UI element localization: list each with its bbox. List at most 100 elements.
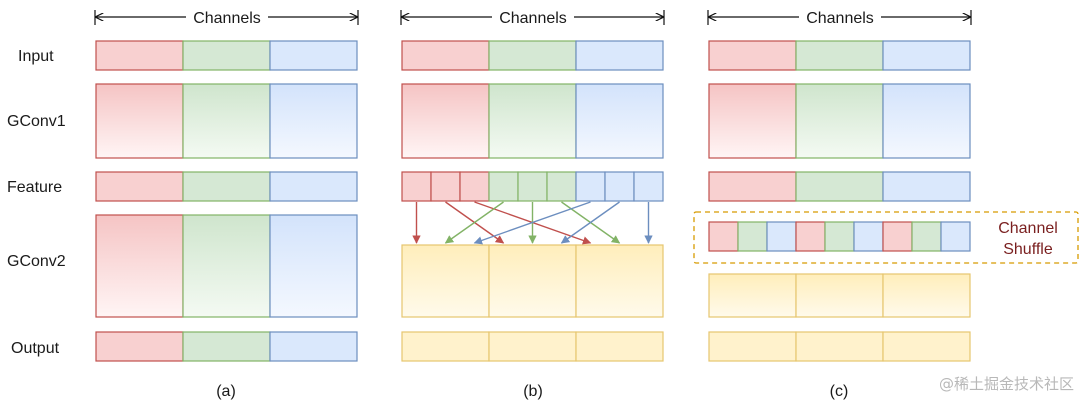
panel-b-input-row bbox=[401, 40, 664, 71]
red-group-block bbox=[708, 83, 797, 159]
blue-group-block bbox=[882, 171, 971, 202]
red-group-block bbox=[708, 40, 797, 71]
red-group-block bbox=[95, 214, 184, 318]
green-group-block bbox=[488, 40, 577, 71]
output-group-block bbox=[795, 331, 884, 362]
channels-label: Channels bbox=[499, 10, 567, 27]
output-group-block bbox=[575, 244, 664, 318]
channel-shuffle-box bbox=[693, 211, 1079, 264]
green-group-block bbox=[795, 40, 884, 71]
panel-a-gconv2-row bbox=[95, 214, 358, 318]
green-group-block bbox=[182, 331, 271, 362]
panel-a-output-row bbox=[95, 331, 358, 362]
row-labels: Input GConv1 Feature GConv2 Output bbox=[7, 48, 66, 357]
blue-channel-block bbox=[940, 221, 971, 252]
panel-c-input-row bbox=[708, 40, 971, 71]
blue-group-block bbox=[269, 214, 358, 318]
panel-a-feature-row bbox=[95, 171, 358, 202]
blue-channel-block bbox=[604, 171, 635, 202]
red-channel-block bbox=[459, 171, 490, 202]
output-group-block bbox=[488, 331, 577, 362]
blue-channel-block bbox=[853, 221, 884, 252]
panel-b-gconv2-row bbox=[401, 244, 664, 318]
row-label-input: Input bbox=[18, 48, 54, 65]
green-channel-block bbox=[824, 221, 855, 252]
output-group-block bbox=[708, 273, 797, 318]
green-channel-arrow bbox=[444, 201, 504, 244]
green-group-block bbox=[182, 40, 271, 71]
row-label-gconv1: GConv1 bbox=[7, 113, 66, 130]
green-group-block bbox=[182, 83, 271, 159]
panel-a-gconv1-row bbox=[95, 83, 358, 159]
blue-group-block bbox=[575, 83, 664, 159]
blue-group-block bbox=[575, 40, 664, 71]
channels-header-a: Channels bbox=[94, 8, 359, 27]
blue-group-block bbox=[269, 83, 358, 159]
channels-header-b: Channels bbox=[400, 8, 665, 27]
red-group-block bbox=[95, 83, 184, 159]
red-channel-block bbox=[430, 171, 461, 202]
channel-blocks bbox=[95, 40, 971, 362]
panel-a-input-row bbox=[95, 40, 358, 71]
green-channel-block bbox=[488, 171, 519, 202]
panel-b-output-row bbox=[401, 331, 664, 362]
green-group-block bbox=[795, 171, 884, 202]
channels-label-bg bbox=[186, 8, 268, 26]
red-channel-block bbox=[401, 171, 432, 202]
blue-group-block bbox=[269, 171, 358, 202]
panel-b-feature-row bbox=[401, 171, 664, 202]
panel-caption-a: (a) bbox=[216, 383, 236, 400]
blue-group-block bbox=[269, 331, 358, 362]
output-group-block bbox=[575, 331, 664, 362]
green-channel-block bbox=[517, 171, 548, 202]
output-group-block bbox=[882, 331, 971, 362]
panel-c-feature-row bbox=[708, 171, 971, 202]
channels-label-bg bbox=[799, 8, 881, 26]
blue-channel-block bbox=[633, 171, 664, 202]
output-group-block bbox=[488, 244, 577, 318]
channels-label: Channels bbox=[806, 10, 874, 27]
blue-channel-arrow bbox=[473, 201, 591, 245]
green-channel-block bbox=[911, 221, 942, 252]
green-channel-block bbox=[546, 171, 577, 202]
channel-shuffle-label-line1: Channel bbox=[998, 220, 1058, 237]
row-label-output: Output bbox=[11, 340, 60, 357]
red-channel-block bbox=[882, 221, 913, 252]
output-group-block bbox=[401, 331, 490, 362]
red-group-block bbox=[95, 171, 184, 202]
panel-caption-b: (b) bbox=[523, 383, 543, 400]
channel-arrows bbox=[412, 201, 653, 245]
channel-shuffle-label-line2: Shuffle bbox=[1003, 241, 1053, 258]
panel-b-gconv1-row bbox=[401, 83, 664, 159]
blue-channel-block bbox=[575, 171, 606, 202]
red-group-block bbox=[95, 331, 184, 362]
panel-c-gconv2-row bbox=[708, 273, 971, 318]
red-group-block bbox=[708, 171, 797, 202]
channels-label-bg bbox=[492, 8, 574, 26]
channels-header-c: Channels bbox=[707, 8, 972, 27]
blue-channel-block bbox=[766, 221, 797, 252]
red-channel-block bbox=[795, 221, 826, 252]
blue-group-block bbox=[269, 40, 358, 71]
green-group-block bbox=[182, 214, 271, 318]
blue-group-block bbox=[882, 83, 971, 159]
watermark: @稀土掘金技术社区 bbox=[939, 375, 1074, 393]
row-label-gconv2: GConv2 bbox=[7, 253, 66, 270]
green-channel-block bbox=[737, 221, 768, 252]
panel-caption-c: (c) bbox=[830, 383, 849, 400]
panel-c-gconv1-row bbox=[708, 83, 971, 159]
channel-shuffle-group: Channel Shuffle bbox=[693, 211, 1079, 264]
green-group-block bbox=[182, 171, 271, 202]
green-group-block bbox=[795, 83, 884, 159]
green-group-block bbox=[488, 83, 577, 159]
row-label-feature: Feature bbox=[7, 179, 62, 196]
red-group-block bbox=[401, 40, 490, 71]
output-group-block bbox=[708, 331, 797, 362]
red-group-block bbox=[95, 40, 184, 71]
channels-label: Channels bbox=[193, 10, 261, 27]
output-group-block bbox=[401, 244, 490, 318]
panel-c-shuffled-row bbox=[708, 221, 971, 252]
blue-channel-arrow bbox=[560, 201, 620, 244]
output-group-block bbox=[795, 273, 884, 318]
